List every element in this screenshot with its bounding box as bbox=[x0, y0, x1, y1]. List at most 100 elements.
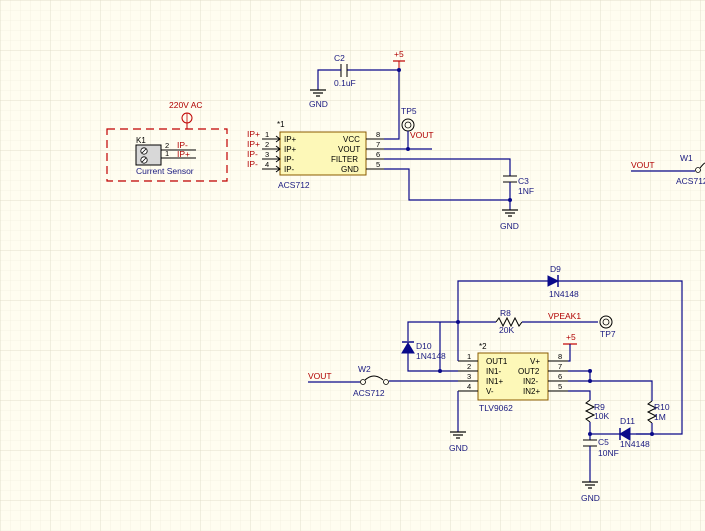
r9-value: 10K bbox=[594, 411, 609, 421]
u1-part: ACS712 bbox=[278, 180, 310, 190]
svg-text:5: 5 bbox=[376, 160, 380, 169]
w2-ref: W2 bbox=[358, 364, 371, 374]
r8-resistor[interactable]: R8 20K bbox=[456, 308, 598, 335]
c3-value: 1NF bbox=[518, 186, 534, 196]
sensor-connector-group[interactable]: 220V AC K1 2 1 IP- IP+ Current Sensor bbox=[106, 100, 228, 182]
w1-part: ACS712 bbox=[676, 176, 705, 186]
d11-ref: D11 bbox=[620, 416, 635, 426]
u1-pin8-name: VCC bbox=[343, 135, 360, 144]
wire-out2-in2n bbox=[568, 370, 591, 382]
svg-text:6: 6 bbox=[376, 150, 380, 159]
gnd-c5-symbol: GND bbox=[581, 481, 600, 503]
svg-text:GND: GND bbox=[449, 443, 468, 453]
c5-capacitor[interactable]: C5 10NF bbox=[583, 434, 619, 482]
wire-vcc bbox=[384, 70, 400, 140]
svg-text:3: 3 bbox=[467, 372, 471, 381]
tp5-testpoint[interactable]: TP5 VOUT bbox=[384, 106, 434, 151]
plus5-u2-symbol: +5 bbox=[563, 332, 577, 362]
d9-ref: D9 bbox=[550, 264, 561, 274]
k1-net-ip-plus[interactable]: IP+ bbox=[177, 149, 190, 159]
w2-jumper[interactable]: VOUT W2 ACS712 bbox=[308, 364, 458, 398]
u1-net-pin2: IP+ bbox=[247, 139, 260, 149]
u1-pin1-name: IP+ bbox=[284, 135, 297, 144]
svg-text:5: 5 bbox=[558, 382, 562, 391]
u2-pin5-name: IN2+ bbox=[523, 387, 540, 396]
c2-capacitor[interactable]: C2 0.1uF bbox=[317, 53, 399, 90]
c2-ref: C2 bbox=[334, 53, 345, 63]
d10-part: 1N4148 bbox=[416, 351, 446, 361]
ac-source-label: 220V AC bbox=[169, 100, 203, 110]
svg-text:2: 2 bbox=[467, 362, 471, 371]
svg-text:4: 4 bbox=[467, 382, 471, 391]
u1-pin6-name: FILTER bbox=[331, 155, 358, 164]
sensor-dashed-outline bbox=[106, 128, 228, 182]
c5-value: 10NF bbox=[598, 448, 619, 458]
u2-pin2-name: IN1- bbox=[486, 367, 501, 376]
w2-net: VOUT bbox=[308, 371, 332, 381]
u2-pin1-name: OUT1 bbox=[486, 357, 508, 366]
c5-ref: C5 bbox=[598, 437, 609, 447]
u1-pin4-name: IP- bbox=[284, 165, 295, 174]
r8-ref: R8 bbox=[500, 308, 511, 318]
k1-pin1-num: 1 bbox=[165, 149, 169, 158]
u1-pin2-name: IP+ bbox=[284, 145, 297, 154]
c3-ref: C3 bbox=[518, 176, 529, 186]
svg-text:7: 7 bbox=[376, 140, 380, 149]
r10-value: 1M bbox=[654, 412, 666, 422]
c3-capacitor[interactable]: C3 1NF bbox=[384, 158, 534, 210]
svg-text:8: 8 bbox=[558, 352, 562, 361]
u2-body[interactable] bbox=[477, 352, 549, 401]
c2-value: 0.1uF bbox=[334, 78, 356, 88]
u1-net-pin1: IP+ bbox=[247, 129, 260, 139]
tp7-ref: TP7 bbox=[600, 329, 616, 339]
u2-pin8-name: V+ bbox=[530, 357, 540, 366]
u1-net-pin3: IP- bbox=[247, 149, 258, 159]
u1-pin5-name: GND bbox=[341, 165, 359, 174]
d10-diode[interactable]: D10 1N4148 bbox=[401, 321, 458, 373]
k1-pin2-num: 2 bbox=[165, 141, 169, 150]
u1-pin3-name: IP- bbox=[284, 155, 295, 164]
u1-right-pins: VCC VOUT FILTER GND 8 7 6 5 bbox=[331, 130, 384, 174]
u1-acs712[interactable]: *1 ACS712 IP+ IP+ IP- IP- 1 2 3 4 IP+ IP… bbox=[247, 120, 384, 190]
r9-ref: R9 bbox=[594, 402, 605, 412]
tp5-net: VOUT bbox=[410, 130, 434, 140]
k1-ref: K1 bbox=[136, 136, 146, 145]
u1-ref: *1 bbox=[277, 120, 285, 129]
gnd-u2-symbol: GND bbox=[449, 431, 468, 453]
u1-net-pin4: IP- bbox=[247, 159, 258, 169]
svg-text:7: 7 bbox=[558, 362, 562, 371]
tp7-testpoint[interactable]: VPEAK1 TP7 bbox=[548, 311, 616, 339]
u2-ref: *2 bbox=[479, 342, 487, 351]
w2-part: ACS712 bbox=[353, 388, 385, 398]
d9-part: 1N4148 bbox=[549, 289, 579, 299]
d9-diode[interactable]: D9 1N4148 bbox=[457, 264, 683, 435]
svg-text:8: 8 bbox=[376, 130, 380, 139]
r8-value: 20K bbox=[499, 325, 514, 335]
w1-jumper[interactable]: VOUT W1 ACS712 bbox=[631, 153, 705, 186]
u1-pin7-name: VOUT bbox=[338, 145, 360, 154]
gnd-c2-symbol: GND bbox=[309, 89, 328, 109]
gnd-c3-symbol: GND bbox=[500, 209, 519, 231]
svg-text:2: 2 bbox=[265, 140, 269, 149]
k1-comment: Current Sensor bbox=[136, 166, 194, 176]
u2-pin3-name: IN1+ bbox=[486, 377, 503, 386]
svg-text:1: 1 bbox=[467, 352, 471, 361]
k1-net-ip-minus[interactable]: IP- bbox=[177, 140, 188, 150]
u2-part: TLV9062 bbox=[479, 403, 513, 413]
u2-pin7-name: OUT2 bbox=[518, 367, 540, 376]
w1-net: VOUT bbox=[631, 160, 655, 170]
r10-resistor[interactable]: R10 1M bbox=[646, 400, 670, 434]
svg-text:GND: GND bbox=[309, 99, 328, 109]
terminal-block-icon bbox=[135, 144, 162, 166]
tp5-ref: TP5 bbox=[401, 106, 417, 116]
svg-text:4: 4 bbox=[265, 160, 269, 169]
u1-body[interactable] bbox=[279, 131, 367, 176]
u2-tlv9062[interactable]: *2 TLV9062 1 2 3 4 OUT1 IN1- IN1+ V- 8 7… bbox=[458, 342, 568, 413]
svg-text:GND: GND bbox=[581, 493, 600, 503]
svg-text:GND: GND bbox=[500, 221, 519, 231]
u1-left-pins: IP+ IP+ IP- IP- 1 2 3 4 IP+ IP+ IP- IP- bbox=[247, 129, 297, 174]
u2-pin4-name: V- bbox=[486, 387, 494, 396]
